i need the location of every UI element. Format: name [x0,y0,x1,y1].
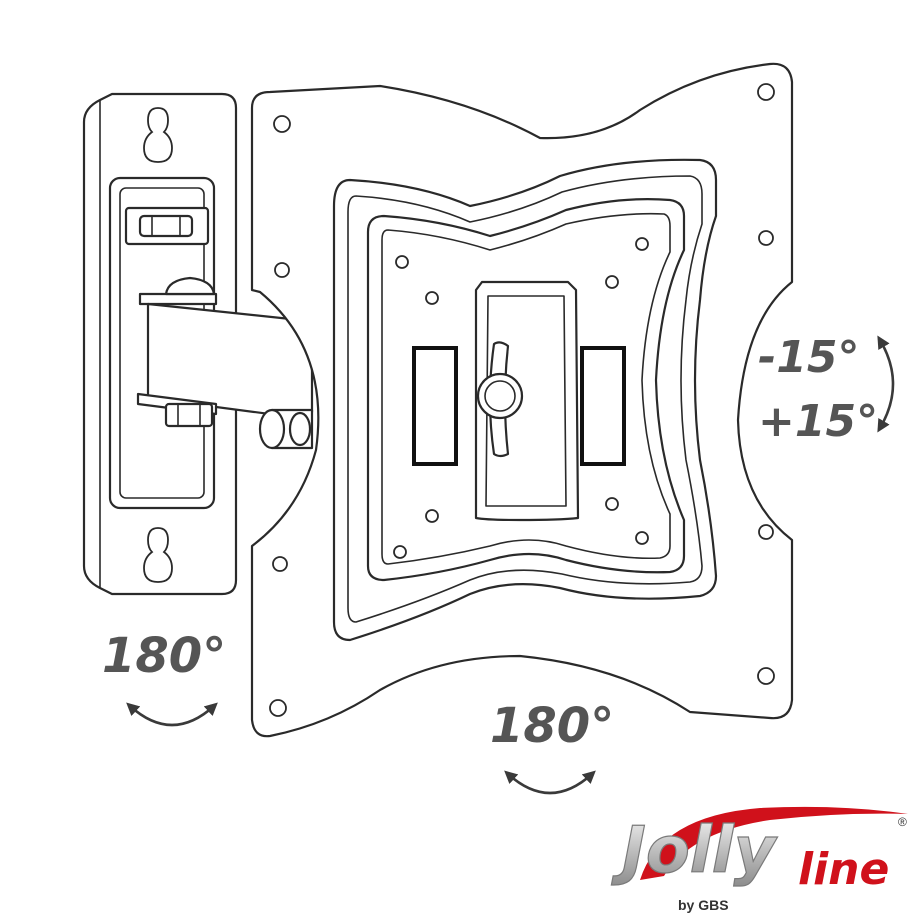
jollyline-logo: Jolly line by GBS ® [610,806,908,913]
mount-hole [757,667,775,685]
tilt-up-label: -15° [758,332,860,383]
logo-swoosh-icon [640,806,908,880]
arm-swivel-label: 180° [102,628,226,684]
tilt-indicator: -15° +15° [758,332,895,447]
mount-hole [757,83,775,101]
arm-swivel-arrow-icon [126,702,218,727]
swivel-arm [136,276,314,450]
mounting-slot-right [580,346,626,466]
mount-hole [758,230,774,246]
tilt-arrow-icon [877,335,895,433]
mount-hole [272,556,288,572]
plate-swivel-arrow-icon [504,770,596,795]
keyhole-top [143,107,173,163]
tv-plate [250,62,794,738]
mount-hole [274,262,290,278]
keyhole-bottom [143,527,173,583]
tilt-down-label: +15° [758,396,878,447]
plate-swivel-label: 180° [490,698,614,754]
pivot-cylinder [258,408,314,450]
mounting-slot-left [412,346,458,466]
logo-jolly: Jolly [611,814,778,888]
plate-swivel-indicator: 180° [490,698,614,795]
mount-hole [273,115,291,133]
logo-registered: ® [898,815,907,829]
logo-line: line [798,844,889,895]
mount-hole [269,699,287,717]
arm-swivel-indicator: 180° [102,628,226,727]
logo-byline: by GBS [678,897,729,913]
hinge-pin [124,206,210,246]
tilt-bracket [474,280,580,522]
mount-hole [758,524,774,540]
